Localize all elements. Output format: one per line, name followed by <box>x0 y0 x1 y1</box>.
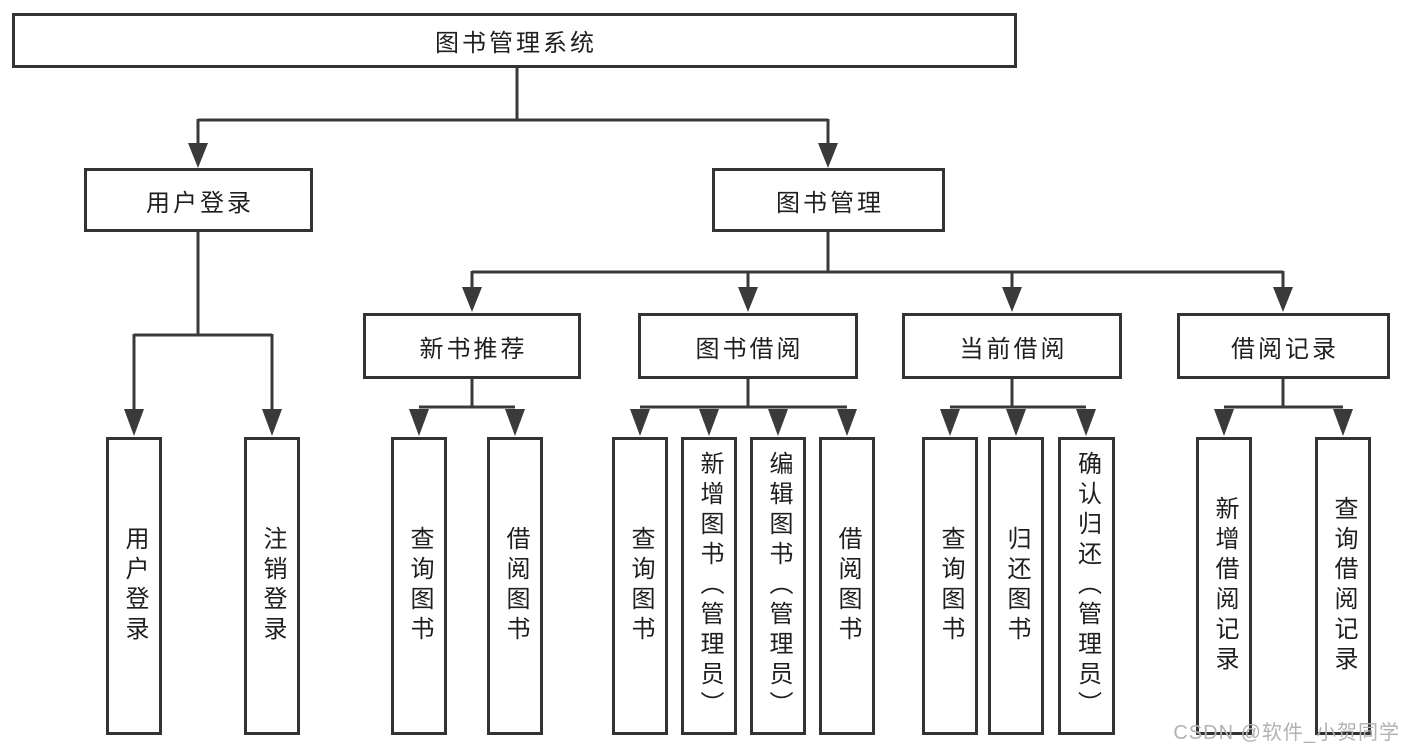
node-label: 图书管理 <box>776 189 884 217</box>
leaf-label: 新增借阅记录 <box>1211 496 1238 676</box>
node-library-system: 图书管理系统 <box>12 13 1017 68</box>
node-book-management-branch: 图书管理 <box>712 168 945 232</box>
leaf-query-books-borrowing: 查询图书 <box>612 437 668 735</box>
leaf-logout: 注销登录 <box>244 437 300 735</box>
leaf-return-books: 归还图书 <box>988 437 1044 735</box>
node-new-book-recommend: 新书推荐 <box>363 313 581 379</box>
node-book-borrowing: 图书借阅 <box>638 313 858 379</box>
leaf-query-borrow-record: 查询借阅记录 <box>1315 437 1371 735</box>
leaf-label: 新增图书（管理员） <box>696 451 723 721</box>
node-label: 当前借阅 <box>959 335 1068 363</box>
leaf-label: 查询图书 <box>627 526 654 646</box>
node-borrowing-records: 借阅记录 <box>1177 313 1390 379</box>
leaf-label: 归还图书 <box>1003 526 1030 646</box>
leaf-query-books-current: 查询图书 <box>922 437 978 735</box>
node-current-borrowing: 当前借阅 <box>902 313 1122 379</box>
leaf-user-login: 用户登录 <box>106 437 162 735</box>
node-user-login-branch: 用户登录 <box>84 168 313 232</box>
leaf-add-books-admin: 新增图书（管理员） <box>681 437 737 735</box>
leaf-label: 确认归还（管理员） <box>1073 451 1101 721</box>
leaf-confirm-return-admin: 确认归还（管理员） <box>1058 437 1115 735</box>
node-label: 图书借阅 <box>695 335 804 363</box>
leaf-query-books-recommend: 查询图书 <box>391 437 447 735</box>
leaf-label: 注销登录 <box>259 526 286 646</box>
leaf-label: 查询借阅记录 <box>1330 496 1357 676</box>
leaf-label: 查询图书 <box>406 526 433 646</box>
leaf-label: 查询图书 <box>937 526 964 646</box>
leaf-label: 借阅图书 <box>502 526 529 646</box>
leaf-borrow-books: 借阅图书 <box>819 437 875 735</box>
leaf-label: 编辑图书（管理员） <box>765 451 792 721</box>
leaf-label: 用户登录 <box>121 526 148 646</box>
leaf-borrow-books-recommend: 借阅图书 <box>487 437 543 735</box>
leaf-edit-books-admin: 编辑图书（管理员） <box>750 437 806 735</box>
node-label: 新书推荐 <box>419 335 528 363</box>
node-label: 用户登录 <box>146 189 254 217</box>
leaf-label: 借阅图书 <box>834 526 861 646</box>
node-label: 图书管理系统 <box>435 30 597 57</box>
leaf-add-borrow-record: 新增借阅记录 <box>1196 437 1252 735</box>
watermark: CSDN @软件_小贺同学 <box>1173 722 1400 744</box>
node-label: 借阅记录 <box>1231 335 1339 363</box>
